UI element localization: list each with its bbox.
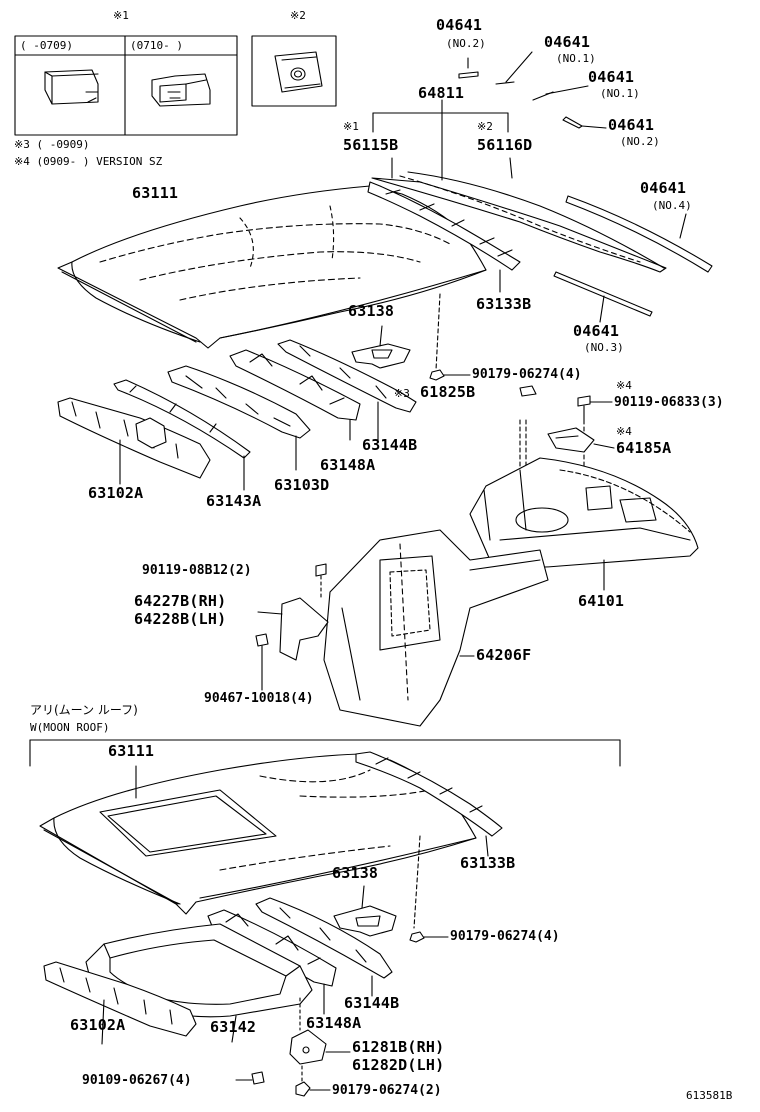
label-63143a: 63143A [206,492,262,510]
molding-04641-no1-a [495,51,533,85]
label-90467-10018: 90467-10018(4) [204,691,314,706]
label-56115b: 56115B [343,136,399,154]
roof-panel-63111 [57,185,487,349]
label-64811: 64811 [418,84,465,102]
label-04641-no2-top: 04641 [436,16,483,34]
variant-col-left: ( -0709) [20,39,73,52]
label-63103d: 63103D [274,476,330,494]
label-04641-no1-b-sub: (NO.1) [600,87,640,100]
variant-box-2 [251,35,337,107]
molding-04641-no2-top [458,57,479,79]
moon-roof-front-header-63102a [43,961,197,1045]
moon-roof-title-jp: アリ(ムーン ルーフ) [30,703,138,717]
label-63142: 63142 [210,1018,257,1036]
label-64227b: 64227B(RH) [134,592,227,610]
bolt-90109 [235,1071,265,1085]
nut-90179-a [429,369,471,381]
moon-roof-panel-63111 [39,753,477,915]
label-63148a-upper: 63148A [320,456,376,474]
label-63138-moon: 63138 [332,864,379,882]
label-64185a: 64185A [616,439,672,457]
label-56116d: 56116D [477,136,533,154]
variant-box-1 [14,35,238,136]
label-90119-06833: 90119-06833(3) [614,395,724,410]
rear-rail-63133b [367,181,521,293]
figure-id: 613581B [686,1089,733,1102]
bolt-90467 [255,633,269,691]
roof-side-molding [371,171,667,273]
label-90109-06267: 90109-06267(4) [82,1073,192,1088]
label-63144b-moon: 63144B [344,994,400,1012]
label-90179-06274-c: 90179-06274(2) [332,1083,442,1098]
moon-roof-title-en: W(MOON ROOF) [30,721,110,734]
label-90179-06274-b: 90179-06274(4) [450,929,560,944]
label-04641-no1-a: 04641 [544,33,591,51]
note-3: ※3 ( -0909) [14,138,90,151]
variant-mark-2: ※2 [290,9,306,22]
note-4: ※4 (0909- ) VERSION SZ [14,155,163,168]
label-61825b: 61825B [420,383,476,401]
bracket-64185a [547,427,615,453]
label-04641-no3-sub: (NO.3) [584,341,624,354]
label-04641-no2-b: 04641 [608,116,655,134]
moon-roof-rail-63144b [255,897,393,997]
label-63133b-upper: 63133B [476,295,532,313]
label-61825b-mark: ※3 [394,387,410,400]
label-04641-no1-a-sub: (NO.1) [556,52,596,65]
label-56116d-mark: ※2 [477,120,493,133]
package-tray-64101 [469,457,699,591]
nut-90179-c [295,1065,331,1097]
label-64101: 64101 [578,592,625,610]
rail-63143a [113,379,251,491]
label-56115b-mark: ※1 [343,120,359,133]
moon-roof-nut-90179-b [409,931,449,943]
label-04641-no3: 04641 [573,322,620,340]
molding-04641-no2-b [562,116,607,129]
label-63102a-moon: 63102A [70,1016,126,1034]
label-90119-08b12: 90119-08B12(2) [142,563,252,578]
label-90119-06833-mark: ※4 [616,379,632,392]
bracket-61281b [289,997,351,1065]
molding-04641-no4 [565,195,713,273]
label-04641-no2-top-sub: (NO.2) [446,37,486,50]
label-63111-moon: 63111 [108,742,155,760]
label-61281b: 61281B(RH) [352,1038,445,1056]
label-04641-no4: 04641 [640,179,687,197]
rail-63148a [229,349,361,441]
label-61282d: 61282D(LH) [352,1056,445,1074]
label-64228b: 64228B(LH) [134,610,227,628]
rail-63144b [277,339,417,441]
moon-roof-bracket-63138 [333,835,421,937]
bolt-90119-08b12 [315,563,327,601]
front-header-63102a [57,397,211,485]
label-04641-no1-b: 04641 [588,68,635,86]
bracket-63138 [351,293,441,371]
label-04641-no2-b-sub: (NO.2) [620,135,660,148]
molding-04641-no3 [553,271,653,323]
label-63133b-moon: 63133B [460,854,516,872]
leader-64811 [372,99,513,181]
variant-mark-1: ※1 [113,9,129,22]
moon-roof-rear-rail-63133b [355,751,503,857]
label-63144b-upper: 63144B [362,436,418,454]
moon-roof-frame-box [29,739,621,767]
label-63148a-moon: 63148A [306,1014,362,1032]
label-63102a-upper: 63102A [88,484,144,502]
label-64206f: 64206F [476,646,532,664]
label-63111-upper: 63111 [132,184,179,202]
label-64185a-mark: ※4 [616,425,632,438]
rail-63103d [167,365,311,471]
variant-col-right: (0710- ) [130,39,183,52]
label-63138-upper: 63138 [348,302,395,320]
label-04641-no4-sub: (NO.4) [652,199,692,212]
molding-04641-no1-b [532,85,589,101]
gusset-64227b [257,597,329,661]
rear-panel-64206f [323,529,549,727]
label-90179-06274-a: 90179-06274(4) [472,367,582,382]
